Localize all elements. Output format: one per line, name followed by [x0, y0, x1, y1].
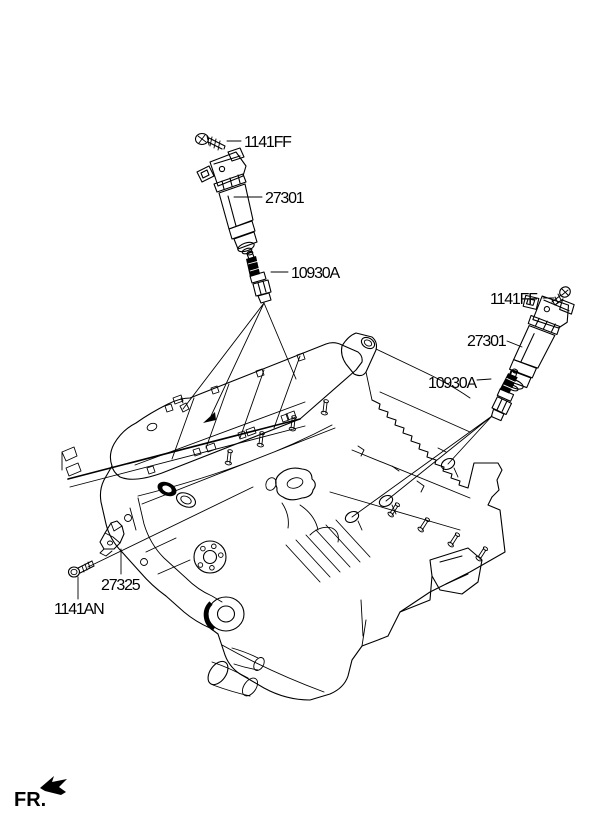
- callout-labels: 1141FF 27301 10930A 1141FF 27301 10930A …: [54, 134, 539, 618]
- engine-illustration: [61, 332, 506, 701]
- callout-label-27301-top: 27301: [265, 190, 305, 207]
- callout-label-27301-right: 27301: [467, 333, 507, 350]
- water-outlet: [340, 332, 378, 401]
- front-direction-marker: FR.: [14, 776, 67, 811]
- bolt-icon-top: [194, 132, 226, 151]
- fr-direction-arrow: [40, 776, 67, 795]
- bolt-icon-right: [551, 286, 571, 306]
- callout-label-27325: 27325: [101, 577, 141, 594]
- callout-label-1141ff-top: 1141FF: [244, 134, 292, 151]
- callout-label-10930a-right: 10930A: [428, 375, 477, 392]
- oil-pan-area: [207, 519, 483, 701]
- ignition-coil-top: [196, 147, 258, 256]
- callout-label-1141an: 1141AN: [54, 601, 104, 618]
- right-valve-cover: [329, 348, 506, 637]
- bolt-icon-bottom: [67, 560, 95, 578]
- spark-plug-top: [245, 249, 272, 304]
- bracket-icon: [99, 520, 125, 557]
- leader-lines: [77, 140, 555, 600]
- front-cover: [99, 465, 245, 635]
- callout-label-1141ff-right: 1141FF: [490, 291, 538, 308]
- left-valve-cover: [61, 342, 363, 488]
- callout-label-10930a-top: 10930A: [291, 265, 340, 282]
- front-direction-label: FR.: [14, 789, 46, 811]
- head-front-boss: [265, 467, 339, 543]
